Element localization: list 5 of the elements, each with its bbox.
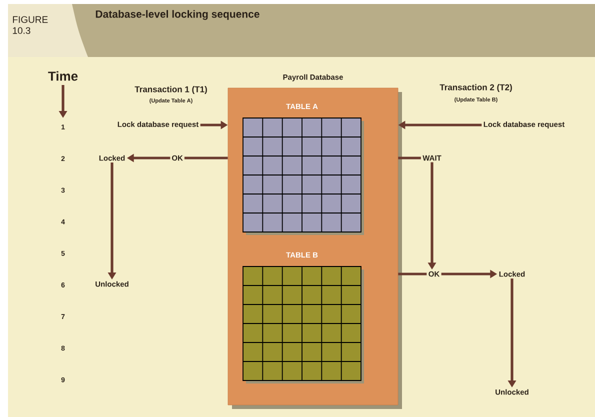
- figure-number: FIGURE 10.3: [12, 16, 48, 34]
- figure-title: Database-level locking sequence: [96, 10, 260, 20]
- column-heading: Transaction 1 (T1): [134, 86, 207, 94]
- column-heading: Transaction 2 (T2): [440, 84, 512, 92]
- axis-title: Time: [48, 71, 78, 81]
